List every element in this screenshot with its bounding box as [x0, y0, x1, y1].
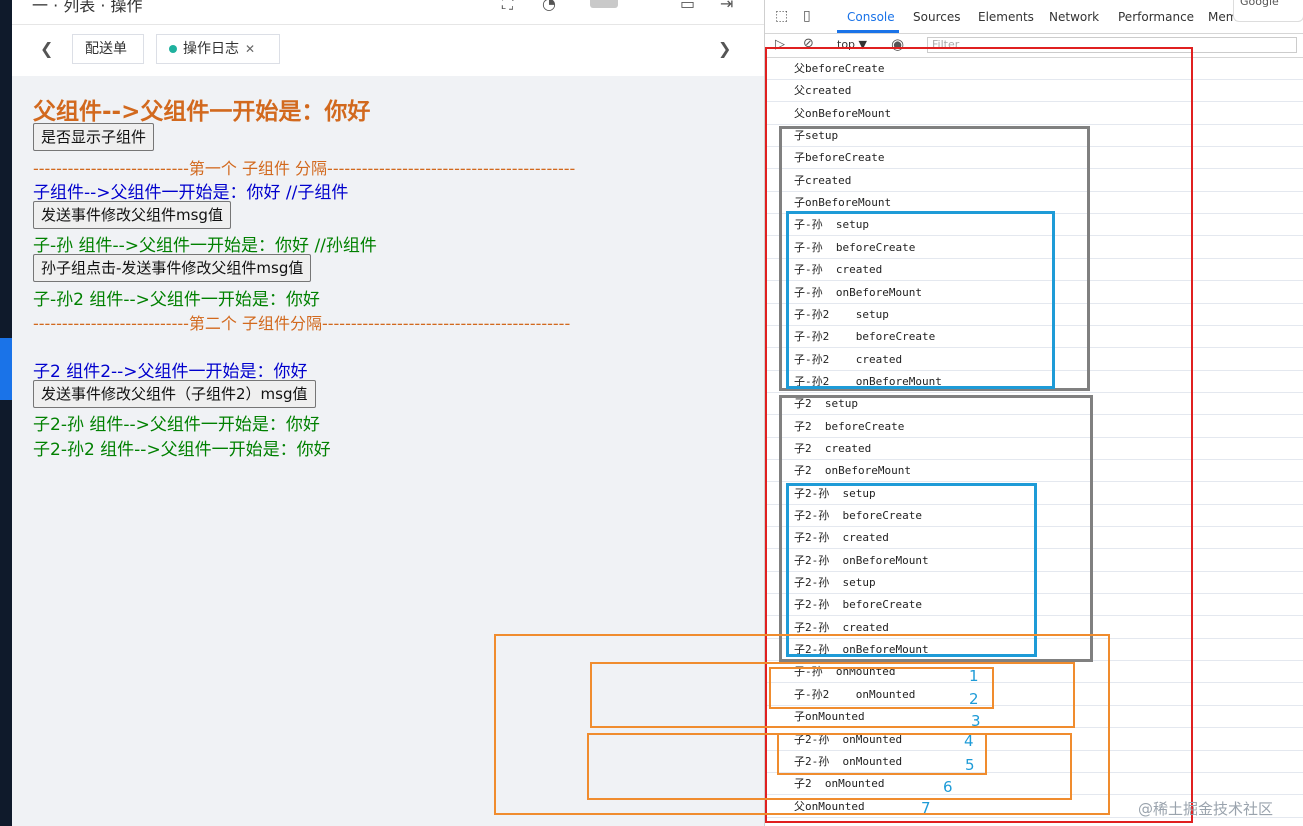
- mount-order-label: 2: [969, 690, 979, 708]
- tab-operation-log[interactable]: 操作日志 ✕: [156, 34, 280, 64]
- console-log-row: 子created: [765, 170, 1303, 192]
- active-tab-underline: [837, 30, 899, 33]
- console-log-row: 子2-孙 created: [765, 617, 1303, 639]
- console-log-row: 子-孙 beforeCreate: [765, 237, 1303, 259]
- console-log-row: 子2-孙 beforeCreate: [765, 594, 1303, 617]
- console-log-row: 子2 setup: [765, 393, 1303, 416]
- console-log-row: 子beforeCreate: [765, 147, 1303, 170]
- console-log-row: 子-孙 onMounted: [765, 661, 1303, 684]
- console-log-row: 子2-孙 beforeCreate: [765, 505, 1303, 527]
- console-log-row: 子onMounted: [765, 706, 1303, 729]
- console-log-row: 子2-孙 onMounted: [765, 751, 1303, 773]
- mount-order-label: 7: [921, 799, 931, 817]
- tab-performance[interactable]: Performance: [1118, 10, 1195, 24]
- console-log-row: 子2 beforeCreate: [765, 416, 1303, 438]
- console-log-row: 父created: [765, 80, 1303, 103]
- console-log-row: 父onBeforeMount: [765, 103, 1303, 125]
- tab-strip: ❮ 配送单 操作日志 ✕ ❯: [12, 25, 764, 75]
- tab-sources[interactable]: Sources: [913, 10, 961, 24]
- window-icon[interactable]: ▭: [680, 0, 696, 13]
- tab-console[interactable]: Console: [847, 10, 895, 24]
- exit-icon[interactable]: ⇥: [720, 0, 734, 13]
- tab-label: 配送单: [85, 41, 127, 57]
- mount-order-label: 6: [943, 778, 953, 796]
- console-log-row: 父beforeCreate: [765, 58, 1303, 80]
- mount-order-label: 5: [965, 756, 975, 774]
- child2-text: 子2 组件2-->父组件一开始是：你好: [33, 362, 308, 382]
- grandchild2-text: 子-孙2 组件-->父组件一开始是：你好: [33, 290, 320, 310]
- sidebar-toggle-icon[interactable]: ▷: [775, 37, 785, 52]
- devtools-panel: ⬚ ▯ Console Sources Elements Network Per…: [764, 0, 1303, 826]
- console-log-row: 子2 created: [765, 438, 1303, 460]
- console-log-row: 子-孙 created: [765, 259, 1303, 282]
- close-icon[interactable]: ✕: [245, 42, 256, 56]
- grandchild-text: 子-孙 组件-->父组件一开始是：你好 //孙组件: [33, 236, 377, 256]
- console-log-row: 子-孙2 beforeCreate: [765, 326, 1303, 349]
- parent-title: 父组件-->父组件一开始是：你好: [33, 99, 371, 125]
- child-send-event-button[interactable]: 发送事件修改父组件msg值: [33, 201, 231, 229]
- context-selector[interactable]: top ▼: [837, 38, 867, 51]
- filter-input[interactable]: Filter: [927, 37, 1297, 53]
- console-log-row: 子onBeforeMount: [765, 192, 1303, 215]
- tab-label: 操作日志: [183, 41, 239, 57]
- tab-delivery-order[interactable]: 配送单: [72, 34, 144, 64]
- console-log-row: 父onMounted: [765, 796, 1303, 818]
- console-toolbar: ▷ ⊘ top ▼ ◉ Filter: [765, 34, 1303, 58]
- console-log-row: 子-孙2 setup: [765, 304, 1303, 326]
- inspect-element-icon[interactable]: ⬚: [775, 8, 789, 24]
- child2-grandchild2-text: 子2-孙2 组件-->父组件一开始是：你好: [33, 440, 331, 460]
- console-log-row: 子setup: [765, 125, 1303, 148]
- tab-memory[interactable]: Mem: [1208, 10, 1238, 24]
- google-popup[interactable]: Google: [1233, 0, 1303, 22]
- console-log-row: 子2-孙 created: [765, 527, 1303, 550]
- console-log-row: 子2-孙 setup: [765, 483, 1303, 505]
- console-log-row: 子-孙 setup: [765, 214, 1303, 237]
- child2-grandchild-text: 子2-孙 组件-->父组件一开始是：你好: [33, 415, 320, 435]
- console-log-row: 子2-孙 onBeforeMount: [765, 639, 1303, 662]
- sidebar-strip: [0, 0, 12, 826]
- toggle-child-button[interactable]: 是否显示子组件: [33, 123, 155, 151]
- tab-elements[interactable]: Elements: [978, 10, 1034, 24]
- child-text: 子组件-->父组件一开始是：你好 //子组件: [33, 183, 349, 203]
- top-bar: 一 · 列表 · 操作 ⛶ ◔ ▭ ⇥: [12, 0, 764, 25]
- watermark: @稀土掘金技术社区: [1138, 800, 1274, 818]
- device-toolbar-icon[interactable]: ▯: [803, 8, 811, 24]
- console-log-row: 子-孙 onBeforeMount: [765, 282, 1303, 304]
- divider-first-child: ---------------------------第一个 子组件 分隔---…: [33, 159, 576, 178]
- console-log-row: 子2 onMounted: [765, 773, 1303, 796]
- bell-icon[interactable]: ◔: [542, 0, 556, 13]
- top-bar-title: 一 · 列表 · 操作: [32, 0, 143, 15]
- console-log-row: 子2-孙 onMounted: [765, 729, 1303, 751]
- mount-order-label: 1: [969, 667, 979, 685]
- divider-second-child: ---------------------------第二个 子组件分隔----…: [33, 314, 571, 333]
- child2-send-event-button[interactable]: 发送事件修改父组件（子组件2）msg值: [33, 380, 316, 408]
- console-log-row: 子-孙2 onMounted: [765, 684, 1303, 706]
- console-log-row: 子-孙2 onBeforeMount: [765, 371, 1303, 393]
- sidebar-active-indicator: [0, 338, 12, 400]
- mount-order-label: 3: [971, 712, 981, 730]
- chevron-left-icon[interactable]: ❮: [40, 39, 54, 58]
- clear-console-icon[interactable]: ⊘: [803, 36, 814, 51]
- active-dot-icon: [169, 45, 177, 53]
- chevron-right-icon[interactable]: ❯: [718, 39, 732, 58]
- eye-icon[interactable]: ◉: [891, 35, 905, 53]
- fullscreen-icon[interactable]: ⛶: [502, 0, 514, 13]
- tab-network[interactable]: Network: [1049, 10, 1100, 24]
- console-log-row: 子-孙2 created: [765, 349, 1303, 371]
- page-content: 父组件-->父组件一开始是：你好 是否显示子组件 ---------------…: [12, 76, 764, 826]
- mount-order-label: 4: [964, 732, 974, 750]
- devtools-tab-bar: ⬚ ▯ Console Sources Elements Network Per…: [765, 0, 1303, 34]
- console-log-row: 子2-孙 onBeforeMount: [765, 550, 1303, 572]
- avatar[interactable]: [590, 0, 618, 8]
- grandchild-send-event-button[interactable]: 孙子组点击-发送事件修改父组件msg值: [33, 254, 312, 282]
- console-log-row: 子2-孙 setup: [765, 572, 1303, 595]
- console-log-row: 子2 onBeforeMount: [765, 460, 1303, 483]
